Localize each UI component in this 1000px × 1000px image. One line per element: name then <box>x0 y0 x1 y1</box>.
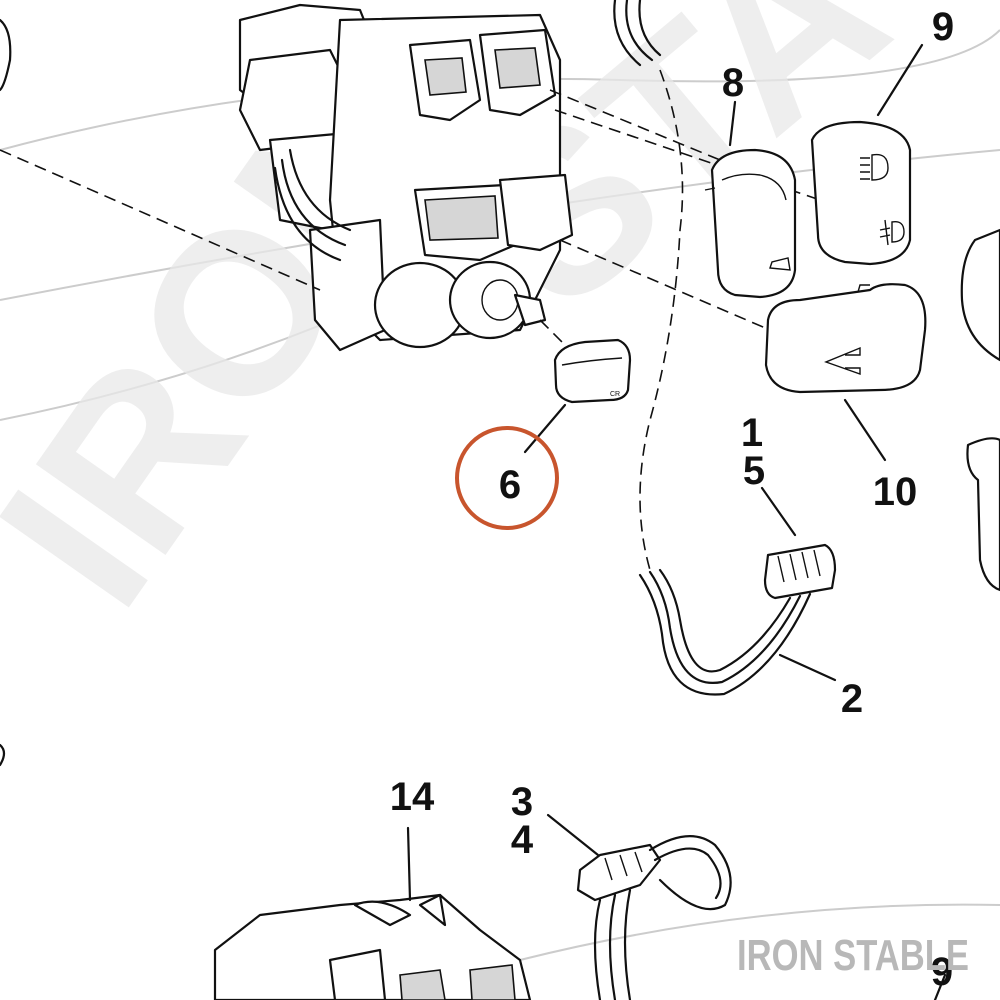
turn-arrow-icon <box>824 346 861 375</box>
callout-9-top: 9 <box>932 5 954 49</box>
switch-housing-assembly <box>238 3 574 352</box>
turn-signal-switch-cap <box>764 283 927 394</box>
svg-text:CR: CR <box>610 391 620 398</box>
horn-icon <box>769 257 791 271</box>
callout-2: 2 <box>841 677 863 721</box>
headlamp-high-beam-icon <box>860 153 889 181</box>
callout-4: 4 <box>511 818 534 862</box>
headlamp-low-beam-icon <box>879 219 905 246</box>
switch-cap-6: CR <box>553 338 632 404</box>
callout-8: 8 <box>722 61 744 105</box>
callout-6: 6 <box>499 463 521 507</box>
callout-labels: 9 8 1 5 6 10 2 14 3 4 9 <box>390 5 954 994</box>
right-edge-partial-parts <box>960 228 1000 592</box>
callout-14: 14 <box>390 775 435 819</box>
connector-3-4 <box>576 835 732 1000</box>
wire-lead-top <box>613 0 662 67</box>
wire-harness-2 <box>638 543 837 696</box>
horn-switch-cap <box>704 148 797 299</box>
highlight-circle <box>455 426 559 530</box>
lower-switch-housing-14 <box>213 893 532 1000</box>
callout-leaders <box>406 43 947 1000</box>
callout-5: 5 <box>743 449 765 493</box>
left-edge-partial-part <box>0 18 12 767</box>
watermark-stamp: IRON STABLE <box>737 931 969 980</box>
callout-3: 3 <box>511 780 533 824</box>
callout-1: 1 <box>741 411 763 455</box>
callout-9-bottom: 9 <box>931 950 953 994</box>
callout-10: 10 <box>873 470 918 514</box>
headlamp-switch-cap <box>810 120 912 266</box>
